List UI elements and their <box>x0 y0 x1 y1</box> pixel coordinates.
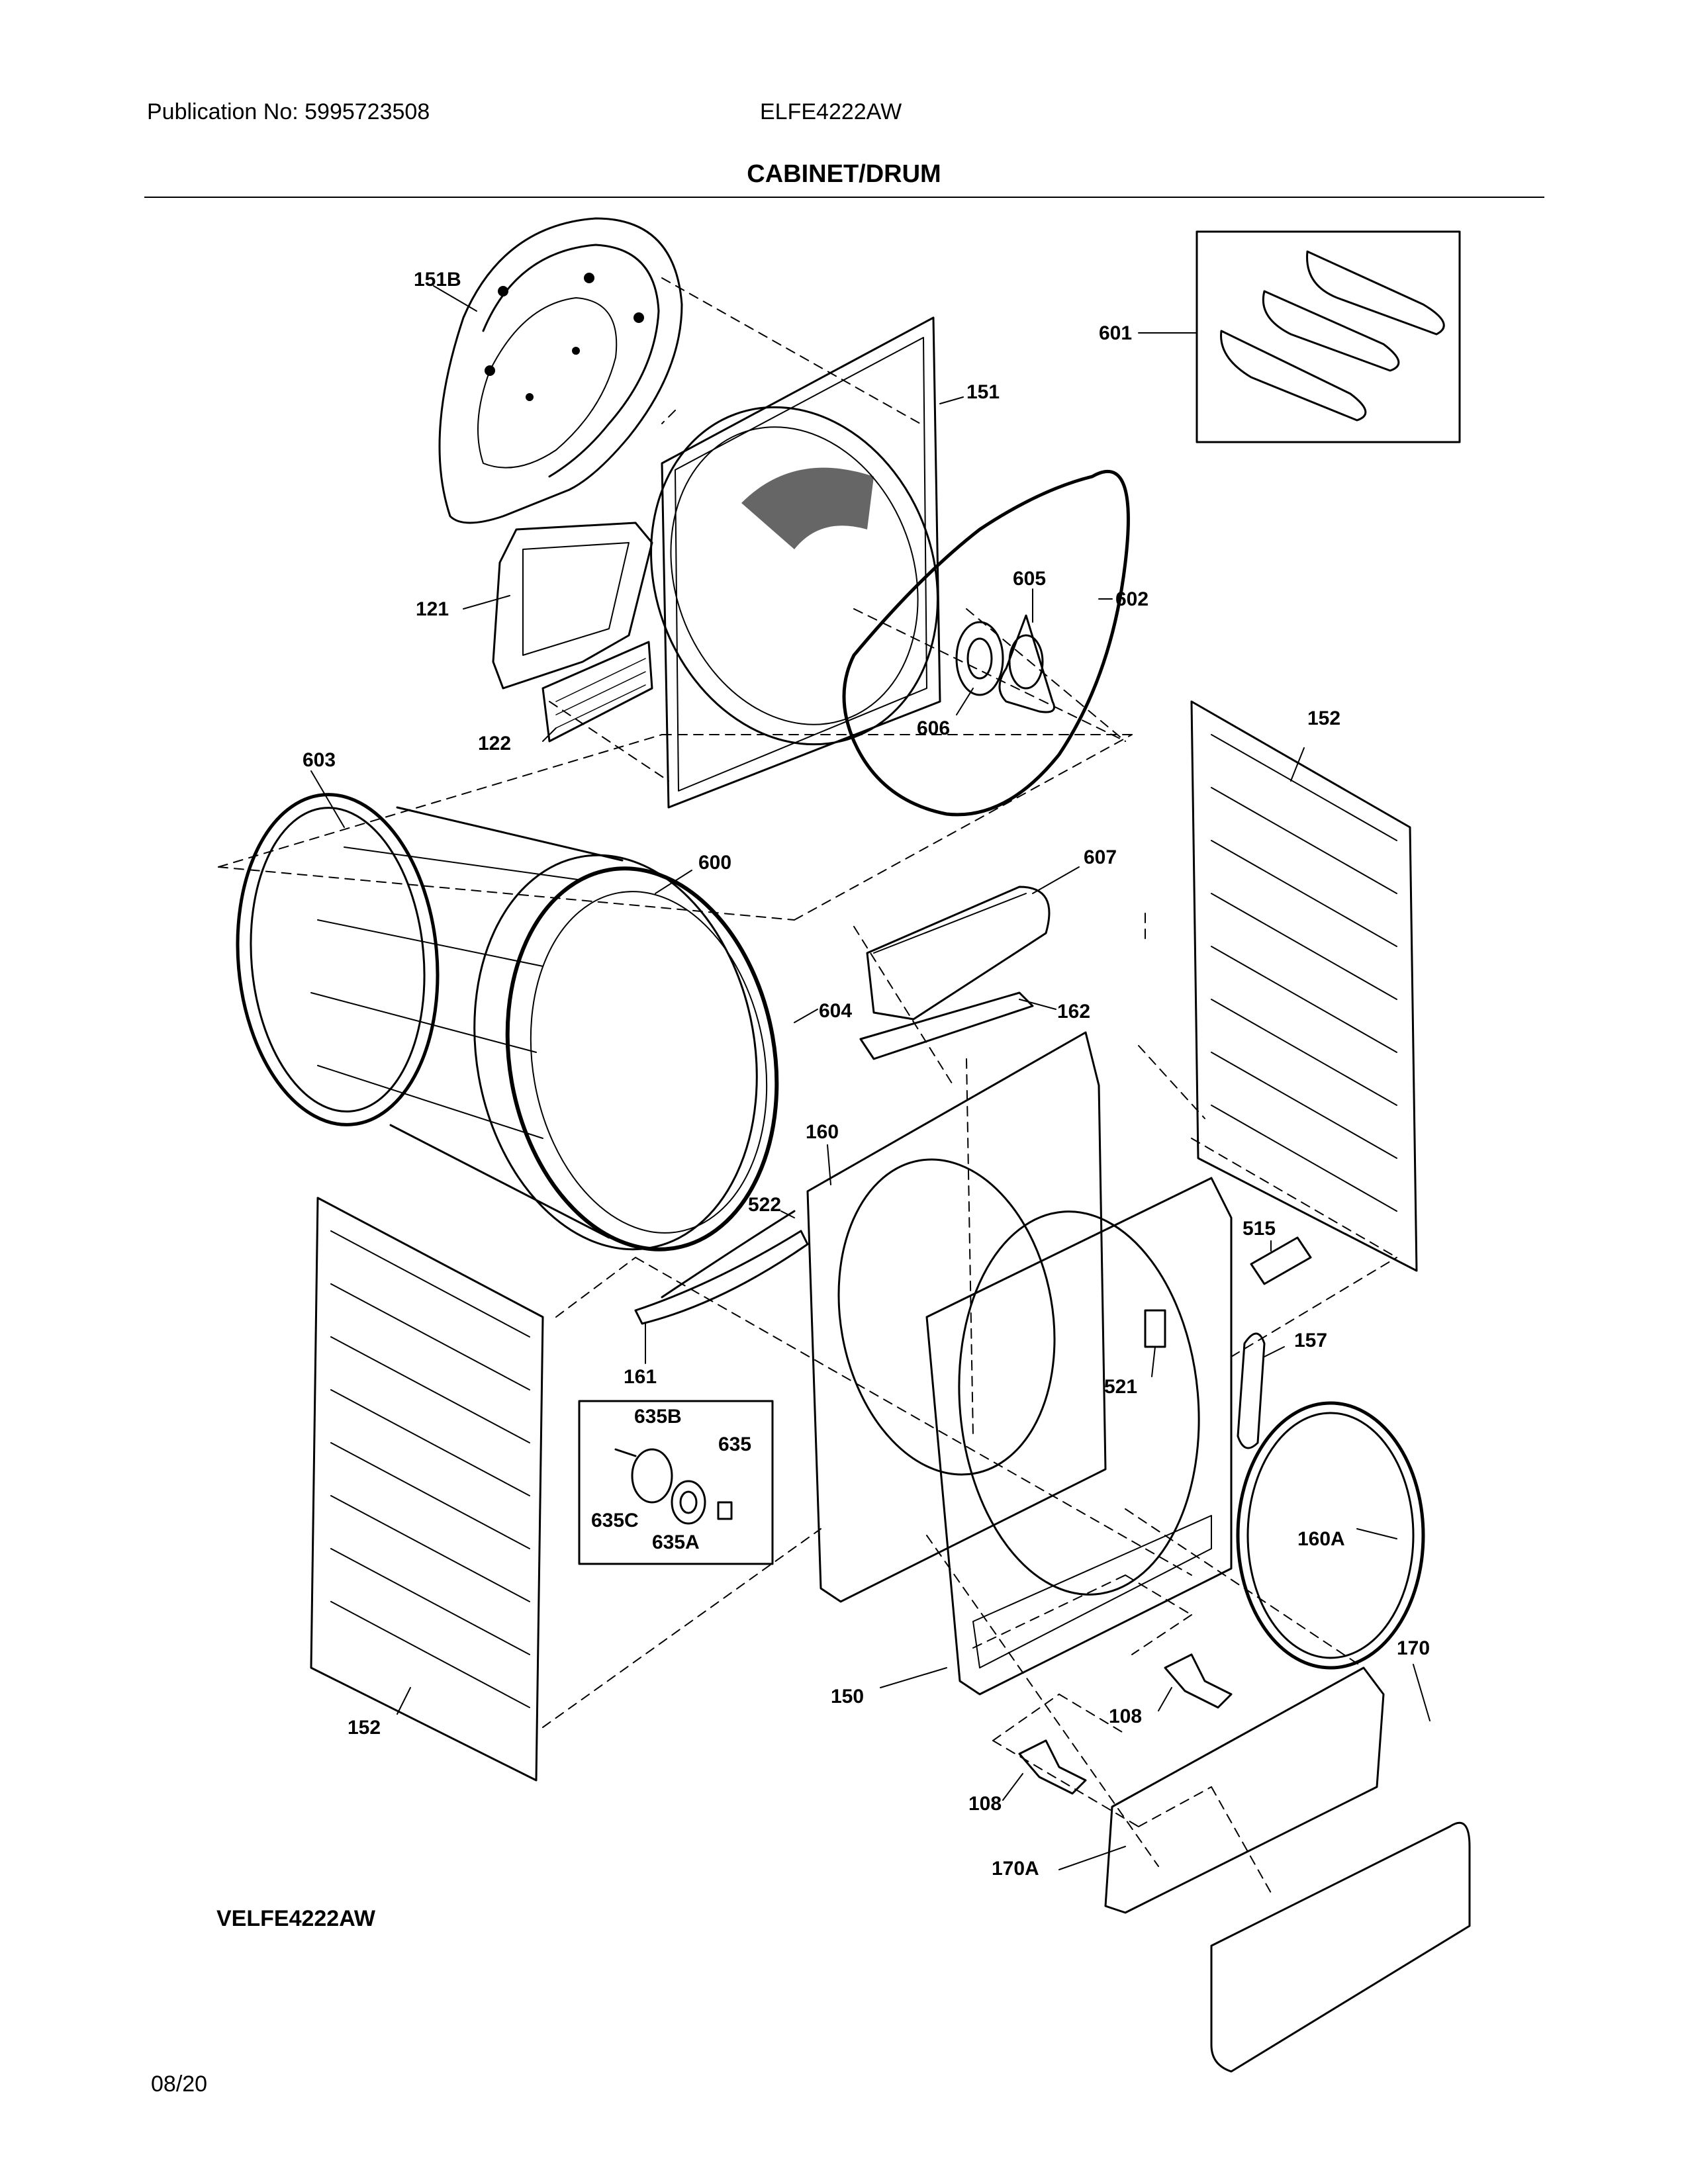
callout-600: 600 <box>698 852 731 874</box>
assembly-guide-lines <box>218 277 1397 1893</box>
leader-lines <box>310 285 1430 1870</box>
rear-panel-151 <box>650 316 941 809</box>
front-panel-150 <box>925 1177 1233 1696</box>
console-frame-170A <box>1104 1666 1385 1914</box>
callout-108-right: 108 <box>1109 1706 1142 1727</box>
callout-607: 607 <box>1084 846 1117 868</box>
switch-521 <box>1144 1309 1166 1348</box>
seal-strip-522 <box>661 1210 796 1298</box>
trim-157 <box>1237 1332 1266 1449</box>
side-panel-152-left <box>310 1197 544 1782</box>
callout-150: 150 <box>831 1686 864 1707</box>
drum-belt-602 <box>842 469 1130 817</box>
door-seal-160A <box>1236 1401 1425 1670</box>
bearing-605 <box>998 614 1055 713</box>
bearing-housing-606 <box>955 621 1004 696</box>
callout-151B: 151B <box>414 269 461 291</box>
drum-600 <box>236 793 779 1251</box>
callout-522: 522 <box>748 1194 781 1216</box>
drum-baffles-601 <box>1196 230 1461 443</box>
lint-duct-121 <box>492 522 653 690</box>
idler-assembly-box <box>578 1400 774 1565</box>
title-rule <box>144 197 1544 198</box>
console-170 <box>1210 1821 1471 2073</box>
callout-601: 601 <box>1099 322 1132 344</box>
gasket-162 <box>859 991 1034 1060</box>
callout-635A: 635A <box>652 1531 700 1553</box>
rear-drum-grille-151B <box>438 217 683 524</box>
variant-model: VELFE4222AW <box>216 1906 375 1931</box>
callout-515: 515 <box>1243 1218 1276 1240</box>
callout-170A: 170A <box>992 1858 1039 1880</box>
callout-122: 122 <box>478 733 511 754</box>
switch-515 <box>1250 1236 1312 1285</box>
hinge-108-left <box>1018 1739 1087 1795</box>
callout-602: 602 <box>1115 588 1149 610</box>
filter-housing-607 <box>866 886 1051 1021</box>
callout-635: 635 <box>718 1433 751 1455</box>
callout-160: 160 <box>806 1121 839 1143</box>
callout-152-bottom: 152 <box>348 1717 381 1739</box>
callout-160A: 160A <box>1297 1528 1345 1550</box>
front-frame-160 <box>806 1031 1107 1603</box>
callout-603: 603 <box>303 749 336 771</box>
callout-604: 604 <box>819 1000 852 1022</box>
callout-606: 606 <box>917 717 950 739</box>
publication-number: Publication No: 5995723508 <box>147 99 430 124</box>
lint-filter-122 <box>541 641 653 743</box>
callout-170: 170 <box>1397 1637 1430 1659</box>
page-title: CABINET/DRUM <box>747 160 941 188</box>
callout-635C: 635C <box>591 1510 639 1531</box>
callout-635B: 635B <box>634 1406 682 1428</box>
seal-strip-161 <box>634 1230 809 1325</box>
callout-157: 157 <box>1294 1330 1327 1351</box>
hinge-108-right <box>1164 1653 1233 1709</box>
callout-161: 161 <box>624 1366 657 1388</box>
callout-108-left: 108 <box>968 1793 1002 1815</box>
model-number: ELFE4222AW <box>760 99 902 124</box>
callout-151: 151 <box>966 381 1000 403</box>
callout-152-top: 152 <box>1307 707 1340 729</box>
side-panel-152-right <box>1190 700 1418 1272</box>
callout-121: 121 <box>416 598 449 620</box>
callout-162: 162 <box>1057 1001 1090 1023</box>
revision-date: 08/20 <box>151 2071 208 2097</box>
callout-521: 521 <box>1104 1376 1137 1398</box>
callout-605: 605 <box>1013 568 1046 590</box>
